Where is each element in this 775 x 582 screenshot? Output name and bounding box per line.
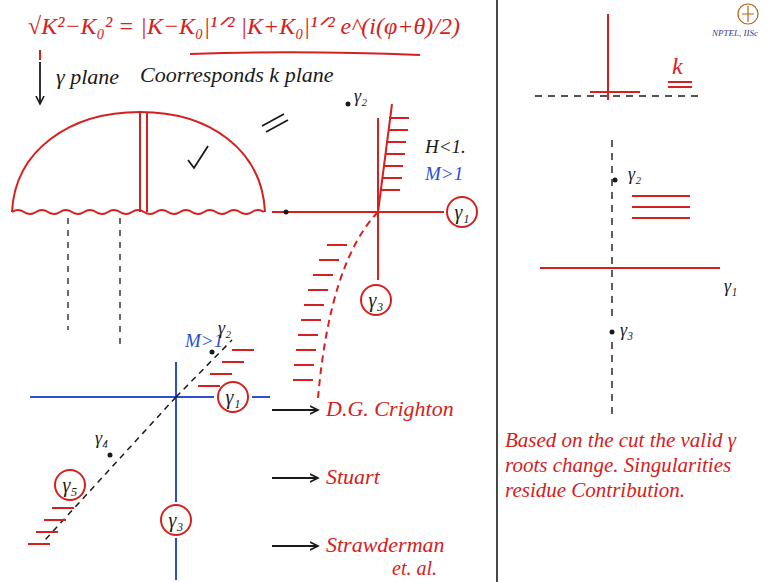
right-axes [540, 14, 720, 268]
sketch-stroke [175, 362, 177, 502]
sketch-stroke [540, 267, 720, 269]
sketch-stroke [12, 210, 264, 214]
sketch-stroke [45, 397, 176, 540]
sketch-stroke [262, 114, 288, 132]
circled-root: γ₁ [217, 381, 249, 413]
lower-plane-cuts [45, 340, 232, 540]
sketch-stroke [39, 62, 41, 104]
reference-name: et. al. [392, 556, 437, 580]
down-arrow [39, 62, 41, 104]
sketch-stroke [738, 4, 758, 24]
root-label: γ₃ [169, 510, 184, 530]
sketch-stroke [146, 113, 148, 212]
circled-root: γ₅ [54, 469, 86, 501]
root-label: γ₃ [620, 320, 633, 342]
dashed-guides [68, 218, 120, 350]
circled-root: γ₁ [446, 196, 478, 228]
circled-root: γ₃ [160, 504, 192, 536]
sketch-stroke [12, 112, 265, 212]
sketch-stroke [67, 218, 68, 330]
plane-label: γ plane [56, 64, 119, 90]
root-label: γ₄ [95, 428, 108, 450]
plane-label: Coorresponds k plane [140, 62, 334, 88]
sketch-stroke [668, 82, 692, 87]
lower-plane-hatching [28, 350, 254, 544]
sketch-stroke [188, 146, 208, 168]
root-label: γ₅ [63, 475, 78, 495]
mach-condition: H<1. [425, 136, 466, 159]
root-dots [108, 102, 618, 458]
sketch-stroke [198, 350, 254, 386]
sketch-stroke [28, 508, 74, 544]
divider [496, 0, 498, 582]
sketch-stroke [39, 50, 41, 60]
sketch-stroke [272, 545, 318, 547]
mach-condition: M>1 [185, 330, 223, 353]
sketch-stroke [272, 477, 318, 479]
sketch-stroke [632, 196, 690, 218]
sketch-stroke [175, 538, 177, 580]
note: Based on the cut the valid γ roots chang… [505, 428, 767, 504]
root-label: γ₃ [369, 290, 384, 310]
logo [738, 4, 758, 24]
circled-root: γ₃ [360, 284, 392, 316]
root-label: γ₁ [226, 387, 241, 407]
check-mark [188, 114, 288, 168]
reference-arrows [272, 410, 318, 546]
watermark: NPTEL, IISc [712, 28, 758, 39]
sketch-stroke [496, 0, 498, 582]
sketch-stroke [535, 95, 700, 96]
reference-name: Stuart [326, 464, 380, 490]
sketch-stroke [272, 409, 318, 411]
sketch-stroke [613, 178, 618, 183]
sketch-stroke [139, 113, 141, 212]
reference-name: D.G. Crighton [326, 396, 454, 422]
formula-underline [40, 50, 420, 60]
sketch-stroke [607, 14, 609, 100]
right-dashed-axes [535, 96, 700, 420]
sketch-stroke [190, 52, 420, 55]
sketch-stroke [378, 104, 392, 212]
root-label: γ₁ [724, 276, 737, 298]
sketch-stroke [30, 396, 214, 398]
root-label: γ₂ [218, 318, 231, 340]
root-label: γ₁ [455, 202, 470, 222]
sketch-stroke [611, 140, 612, 322]
sketch-stroke [272, 211, 444, 213]
mach-condition: M>1 [425, 163, 463, 186]
root-label: γ₂ [354, 86, 367, 108]
sketch-stroke [590, 91, 640, 93]
gamma-plane-axes [272, 104, 444, 398]
sketch-stroke [742, 6, 754, 22]
sketch-stroke [346, 102, 351, 107]
plane-label: k [672, 52, 683, 81]
sketch-stroke [108, 453, 113, 458]
formula: √K²−K₀² = |K−K₀|¹ᐟ² |K+K₀|¹ᐟ² e^(i(φ+θ)/… [28, 12, 460, 41]
root-label: γ₂ [628, 164, 641, 186]
sketch-stroke [284, 210, 289, 215]
lower-plane-axes [30, 362, 270, 580]
semicircle-contour [12, 112, 265, 214]
sketch-stroke [252, 396, 270, 398]
sketch-stroke [293, 245, 347, 380]
sketch-stroke [119, 218, 120, 350]
reference-name: Strawderman [326, 532, 445, 558]
sketch-stroke [380, 118, 409, 190]
sketch-stroke [611, 342, 612, 420]
sketch-stroke [610, 330, 615, 335]
